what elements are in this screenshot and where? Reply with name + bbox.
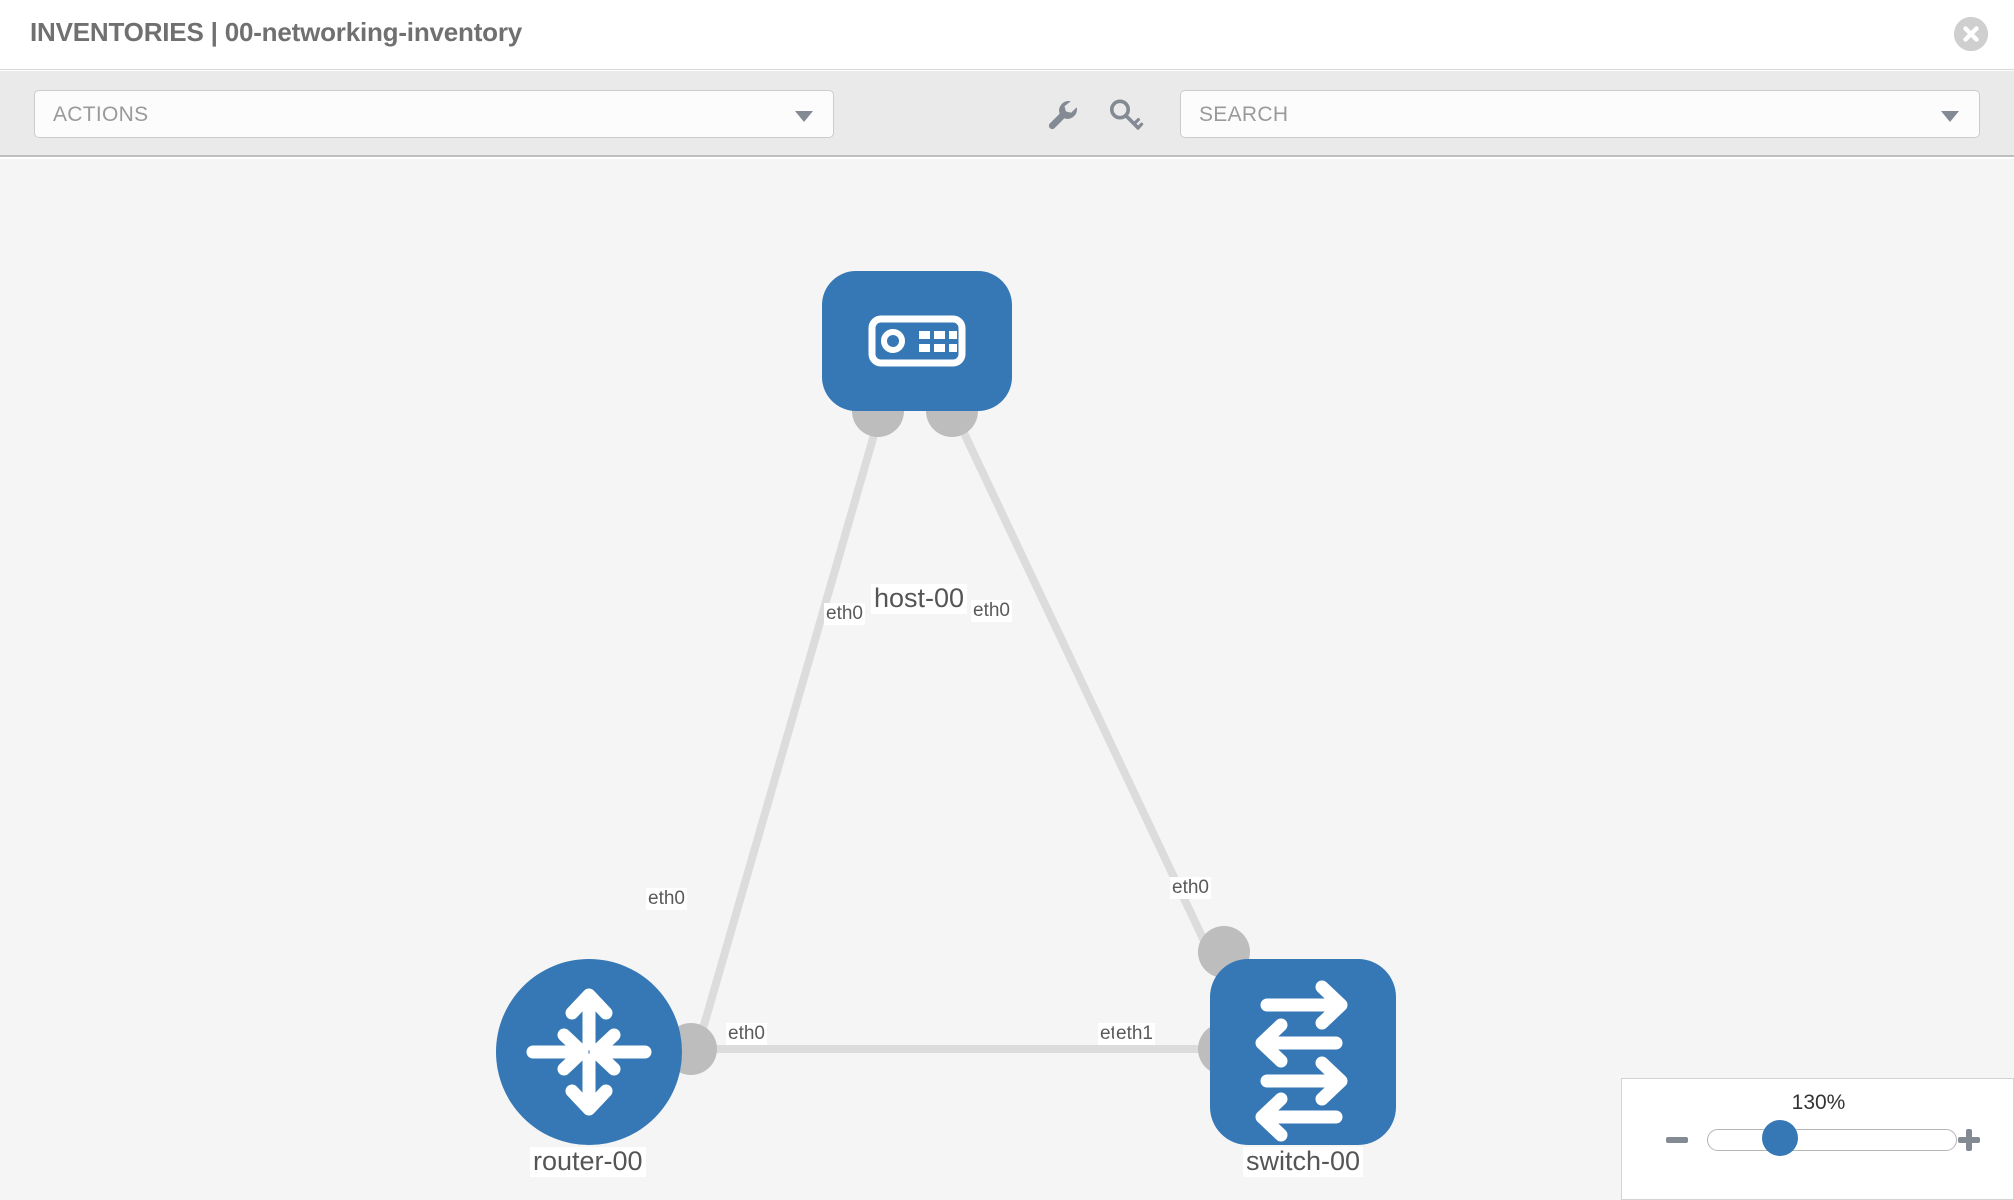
wrench-icon (1048, 101, 1077, 130)
router-arrows-icon (526, 988, 652, 1116)
iface-label-host00-right: eth0 (971, 600, 1012, 622)
node-router-00[interactable] (496, 959, 682, 1145)
search-input[interactable]: SEARCH (1180, 90, 1980, 138)
node-label-host-00: host-00 (871, 583, 968, 614)
node-label-router-00: router-00 (530, 1146, 646, 1177)
chevron-down-icon (795, 111, 813, 122)
close-icon (1954, 17, 1988, 51)
actions-dropdown[interactable]: ACTIONS (34, 90, 834, 138)
iface-label-switch00-up: eth0 (1170, 877, 1211, 899)
zoom-level-value: 130% (1791, 1091, 1846, 1114)
key-icon (1110, 99, 1144, 130)
zoom-in-button[interactable] (1954, 1125, 1984, 1155)
wrench-button[interactable] (1043, 95, 1083, 135)
topology-edges (696, 412, 1219, 1053)
zoom-control-panel: 130% (1621, 1078, 2014, 1200)
node-host-00[interactable] (822, 271, 1012, 411)
iface-label-router00-up: eth0 (646, 888, 687, 910)
edge-host00-router00[interactable] (696, 412, 884, 1041)
toolbar: ACTIONS SEARCH (0, 71, 2014, 157)
edge-host00-switch00[interactable] (951, 412, 1219, 966)
server-icon (868, 315, 966, 367)
node-switch-00[interactable] (1210, 959, 1396, 1145)
switch-arrows-icon (1255, 980, 1348, 1142)
key-button[interactable] (1105, 95, 1145, 135)
iface-label-router00-eth0: eth0 (726, 1023, 767, 1045)
plus-icon (1958, 1129, 1980, 1151)
close-button[interactable] (1954, 17, 1988, 51)
zoom-slider-track[interactable] (1707, 1129, 1957, 1151)
chevron-down-icon (1941, 111, 1959, 122)
iface-label-host00-left: eth0 (824, 603, 865, 625)
iface-label-switch00-eth1: eth1 (1114, 1023, 1155, 1045)
zoom-out-button[interactable] (1662, 1125, 1692, 1155)
topology-graph (496, 271, 1396, 1145)
page-header: INVENTORIES | 00-networking-inventory (0, 0, 2014, 70)
minus-icon (1666, 1137, 1688, 1143)
topology-canvas[interactable]: eth0 eth0 eth0 eth0 eth0 eth0 eth1 host-… (0, 159, 2014, 1200)
search-placeholder: SEARCH (1199, 103, 1289, 126)
page-title: INVENTORIES | 00-networking-inventory (30, 17, 523, 47)
actions-dropdown-label: ACTIONS (53, 103, 149, 126)
zoom-slider-thumb[interactable] (1762, 1120, 1798, 1156)
node-label-switch-00: switch-00 (1243, 1146, 1364, 1177)
topology-sockets (665, 385, 1250, 1075)
